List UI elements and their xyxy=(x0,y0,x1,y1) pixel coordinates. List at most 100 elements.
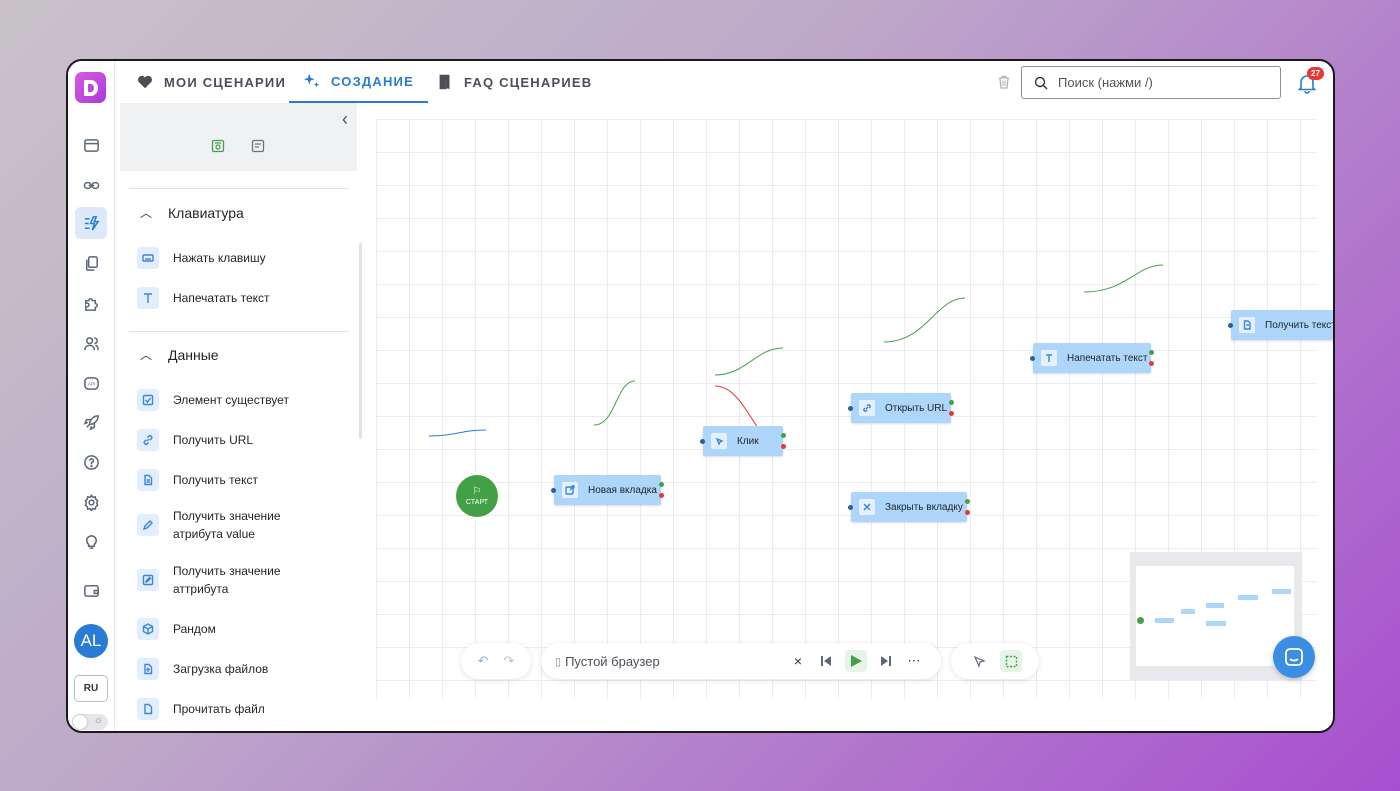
book-icon xyxy=(439,74,450,90)
copy-icon[interactable] xyxy=(75,247,107,279)
logo-icon xyxy=(83,79,98,96)
close-icon[interactable]: × xyxy=(793,653,803,669)
file-icon xyxy=(137,698,159,720)
chat-button[interactable] xyxy=(1273,636,1315,678)
undo-icon[interactable]: ↶ xyxy=(477,653,489,668)
list-item[interactable]: Получить текст xyxy=(137,469,258,491)
tab-faq[interactable]: FAQ СЦЕНАРИЕВ xyxy=(436,61,592,103)
chat-icon xyxy=(1285,648,1303,666)
lightbulb-icon[interactable] xyxy=(75,525,107,557)
selection-controls xyxy=(951,643,1039,679)
link-icon xyxy=(137,429,159,451)
item-label: Напечатать текст xyxy=(173,291,270,305)
puzzle-icon[interactable] xyxy=(75,287,107,319)
edge-typetext-gettext xyxy=(1083,264,1164,293)
more-icon[interactable]: ⋯ xyxy=(907,653,921,668)
item-label: Загрузка файлов xyxy=(173,662,269,676)
tab-label: FAQ СЦЕНАРИЕВ xyxy=(464,74,593,90)
item-label: Получить значение атрибута value xyxy=(173,509,281,541)
play-icon[interactable] xyxy=(845,650,867,672)
node-label: Напечатать текст xyxy=(1067,352,1148,364)
top-bar: МОИ СЦЕНАРИИ СОЗДАНИЕ FAQ СЦЕНАРИЕВ 27 xyxy=(116,61,1333,103)
file-upload-icon xyxy=(137,658,159,680)
section-data[interactable]: ︿Данные xyxy=(140,346,219,363)
item-label: Элемент существует xyxy=(173,393,289,407)
avatar[interactable]: AL xyxy=(74,624,108,658)
search-input[interactable] xyxy=(1058,75,1258,90)
rocket-icon[interactable] xyxy=(75,406,107,438)
app-logo[interactable] xyxy=(75,72,106,103)
redo-icon[interactable]: ↷ xyxy=(503,653,515,668)
theme-toggle[interactable]: ☼ xyxy=(72,714,108,730)
link-icon xyxy=(859,400,875,416)
edge-newtab-click xyxy=(593,380,636,426)
browser-select[interactable]: ▯ Пустой браузер xyxy=(555,654,787,669)
chevron-left-icon[interactable]: ‹ xyxy=(342,109,348,129)
history-controls: ↶ ↷ xyxy=(461,643,531,679)
list-item[interactable]: Получить значение аттрибута xyxy=(137,562,297,598)
flow-node-new-tab[interactable]: Новая вкладка xyxy=(551,475,664,505)
item-label: Прочитать файл xyxy=(173,702,265,716)
skip-forward-icon[interactable] xyxy=(875,650,897,672)
list-item[interactable]: Рандом xyxy=(137,618,216,640)
flow-node-get-text[interactable]: Получить текст xyxy=(1228,310,1335,340)
flow-node-type-text[interactable]: Напечатать текст xyxy=(1030,343,1154,373)
document-icon xyxy=(137,469,159,491)
automation-icon[interactable] xyxy=(75,207,107,239)
flow-node-open-url[interactable]: Открыть URL xyxy=(848,393,954,423)
edge-start-newtab xyxy=(428,429,487,437)
list-item[interactable]: Получить значение атрибута value xyxy=(137,507,297,543)
node-label: Закрыть вкладку xyxy=(885,501,963,513)
panel-header: ‹ xyxy=(120,103,357,171)
node-label: Получить текст xyxy=(1265,319,1335,331)
language-switch[interactable]: RU xyxy=(74,675,108,702)
blocks-panel: ‹ ︿Клавиатура Нажать клавишу Напечатать … xyxy=(120,103,364,731)
list-item[interactable]: Элемент существует xyxy=(137,389,289,411)
checkbox-icon xyxy=(137,389,159,411)
start-label: СТАРТ xyxy=(465,499,489,506)
document-icon xyxy=(1239,317,1255,333)
list-item[interactable]: Нажать клавишу xyxy=(137,247,266,269)
notification-badge: 27 xyxy=(1307,67,1324,80)
help-icon[interactable] xyxy=(75,446,107,478)
section-title: Данные xyxy=(168,346,219,363)
section-keyboard[interactable]: ︿Клавиатура xyxy=(140,204,244,221)
skip-back-icon[interactable] xyxy=(815,650,837,672)
wallet-icon[interactable] xyxy=(75,574,107,606)
pencil-icon xyxy=(137,514,159,536)
node-label: Клик xyxy=(737,435,759,447)
list-item[interactable]: Прочитать файл xyxy=(137,698,265,720)
api-icon[interactable]: API xyxy=(75,367,107,399)
list-item[interactable]: Напечатать текст xyxy=(137,287,270,309)
item-label: Получить текст xyxy=(173,473,258,487)
list-item[interactable]: Получить URL xyxy=(137,429,253,451)
run-controls: ▯ Пустой браузер × ⋯ xyxy=(541,643,941,679)
tab-create[interactable]: СОЗДАНИЕ xyxy=(289,61,428,103)
flow-node-click[interactable]: Клик xyxy=(700,426,786,456)
item-label: Получить значение аттрибута xyxy=(173,564,281,596)
document-icon: ▯ xyxy=(555,655,562,668)
start-node[interactable]: ⚐ СТАРТ xyxy=(456,475,498,517)
text-icon xyxy=(1041,350,1057,366)
tab-my-scenarios[interactable]: МОИ СЦЕНАРИИ xyxy=(136,61,286,103)
list-icon[interactable] xyxy=(251,139,265,153)
settings-icon[interactable] xyxy=(75,486,107,518)
users-icon[interactable] xyxy=(75,327,107,359)
node-label: Новая вкладка xyxy=(588,484,657,496)
panel-scrollbar[interactable] xyxy=(359,243,362,439)
text-icon xyxy=(137,287,159,309)
node-label: Открыть URL xyxy=(885,402,948,414)
list-item[interactable]: Загрузка файлов xyxy=(137,658,268,680)
item-label: Нажать клавишу xyxy=(173,251,266,265)
pointer-icon[interactable] xyxy=(968,650,990,672)
select-area-icon[interactable] xyxy=(1000,650,1022,672)
keyboard-icon xyxy=(137,247,159,269)
cursor-click-icon xyxy=(711,433,727,449)
save-icon[interactable] xyxy=(211,139,225,153)
flow-node-close-tab[interactable]: Закрыть вкладку xyxy=(848,492,970,522)
search-box[interactable] xyxy=(1021,66,1281,99)
browser-label: Пустой браузер xyxy=(565,653,660,669)
browser-icon[interactable] xyxy=(75,129,107,161)
trash-icon[interactable] xyxy=(996,74,1012,90)
link-icon[interactable] xyxy=(75,169,107,201)
